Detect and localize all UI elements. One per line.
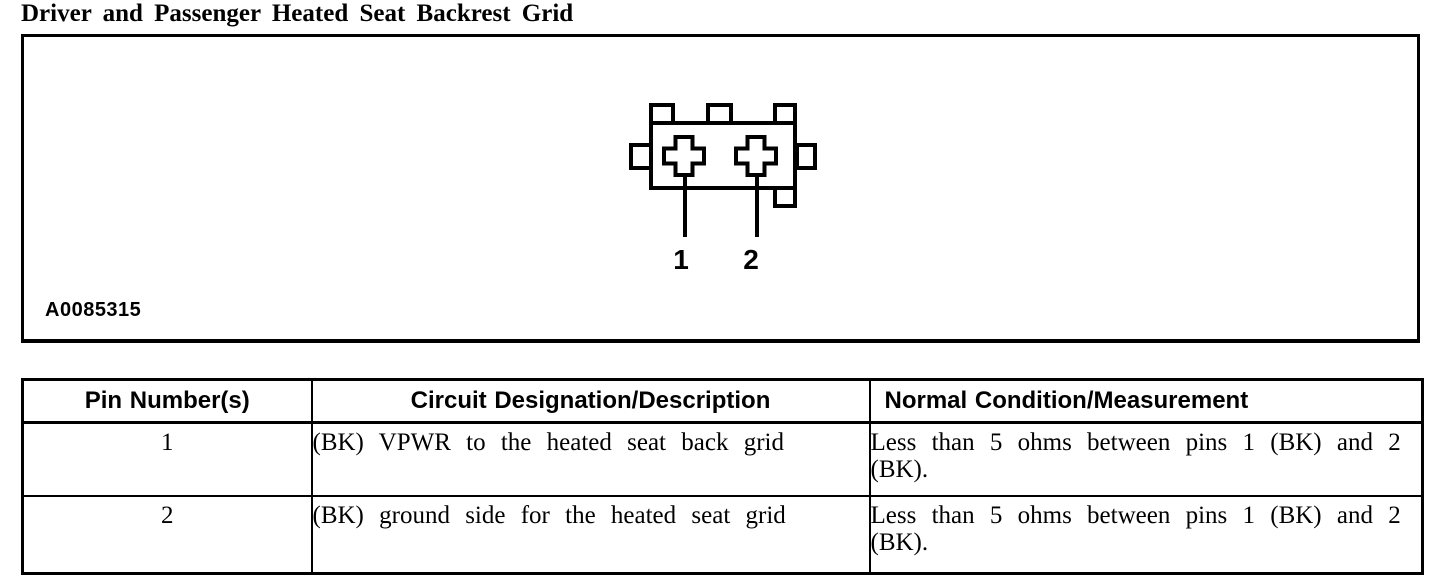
cell-normal-condition: Less than 5 ohms between pins 1 (BK) and… bbox=[868, 495, 1424, 575]
pin-label-2: 2 bbox=[743, 244, 759, 275]
connector-side-tab-left bbox=[629, 143, 653, 170]
table-row-pin-2: 2 (BK) ground side for the heated seat g… bbox=[21, 495, 1424, 575]
connector-figure-box: 1 2 A0085315 bbox=[21, 34, 1420, 343]
pin-table: Pin Number(s) Circuit Designation/Descri… bbox=[21, 378, 1424, 575]
pin-label-1: 1 bbox=[673, 244, 689, 275]
cell-circuit-description: (BK) VPWR to the heated seat back grid bbox=[310, 421, 871, 497]
connector-top-tab-middle bbox=[706, 103, 733, 125]
connector-diagram bbox=[629, 103, 817, 237]
column-header-circuit-designation: Circuit Designation/Description bbox=[310, 378, 871, 424]
table-row-pin-1: 1 (BK) VPWR to the heated seat back grid… bbox=[21, 421, 1424, 497]
page-title: Driver and Passenger Heated Seat Backres… bbox=[21, 0, 574, 27]
figure-id-label: A0085315 bbox=[45, 299, 142, 321]
connector-bottom-tab bbox=[773, 186, 797, 208]
table-header-row: Pin Number(s) Circuit Designation/Descri… bbox=[21, 378, 1424, 424]
cell-normal-condition: Less than 5 ohms between pins 1 (BK) and… bbox=[868, 421, 1424, 497]
cell-pin-number: 2 bbox=[21, 495, 313, 575]
pin-2-terminal bbox=[734, 135, 778, 177]
column-header-pin-numbers: Pin Number(s) bbox=[21, 378, 313, 424]
connector-side-tab-right bbox=[795, 143, 817, 170]
column-header-normal-condition: Normal Condition/Measurement bbox=[868, 378, 1424, 424]
cell-circuit-description: (BK) ground side for the heated seat gri… bbox=[310, 495, 871, 575]
pin-1-terminal bbox=[662, 135, 706, 177]
cell-pin-number: 1 bbox=[21, 421, 313, 497]
connector-top-tab-right bbox=[773, 103, 797, 125]
connector-top-tab-left bbox=[649, 103, 675, 125]
